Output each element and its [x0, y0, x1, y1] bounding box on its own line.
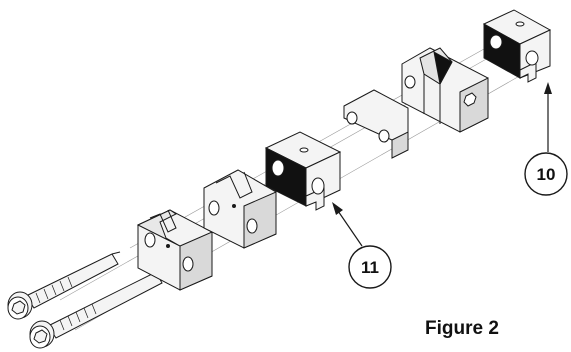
- callout-10-circle: [524, 152, 568, 196]
- figure-caption: Figure 2: [425, 318, 499, 339]
- callout-11-label: 11: [361, 258, 379, 277]
- cap-screw-lower: [29, 271, 163, 349]
- middle-clamp-block: [203, 169, 277, 249]
- callout-11-circle: [348, 245, 392, 289]
- angled-plate: [343, 89, 409, 159]
- callout-11-arrowhead: [332, 202, 343, 215]
- callout-11: 11: [332, 202, 392, 289]
- callout-11-leader: [335, 207, 363, 247]
- front-clamp-block: [136, 209, 213, 291]
- v-block: [401, 47, 489, 133]
- part-11-block: [264, 131, 342, 211]
- cap-screw-upper: [7, 251, 121, 320]
- part-10-block: [482, 9, 552, 83]
- callout-10-arrowhead: [544, 82, 552, 94]
- callout-10: 10: [524, 82, 568, 196]
- callout-10-label: 10: [537, 165, 556, 184]
